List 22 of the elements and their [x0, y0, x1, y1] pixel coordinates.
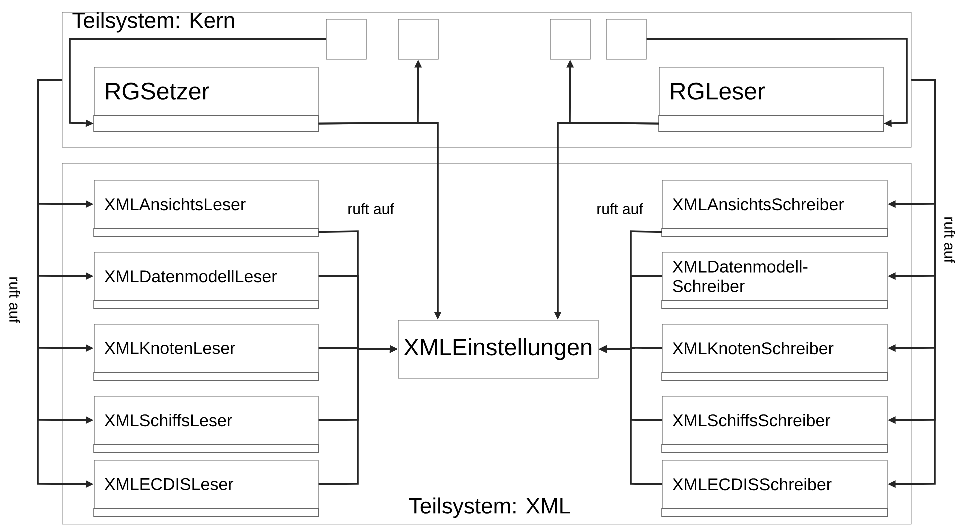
call-label: ruft auf: [348, 204, 394, 214]
call-label: ruft auf: [10, 278, 20, 324]
class-box: XMLECDISSchreiber: [662, 460, 888, 518]
class-box: XMLAnsichtsLeser: [94, 180, 320, 238]
class-box: XMLKnotenLeser: [94, 324, 320, 382]
class-box: XMLSchiffsSchreiber: [662, 396, 888, 454]
arrow: [646, 38, 908, 128]
port-box: [398, 19, 439, 60]
class-box: XMLKnotenSchreiber: [662, 324, 888, 382]
class-box: RGSetzer: [94, 67, 320, 132]
class-box: XMLECDISLeser: [94, 460, 320, 518]
class-box: XMLSchiffsLeser: [94, 396, 320, 454]
class-box: XMLEinstellungen: [398, 320, 599, 379]
port-box: [326, 19, 367, 60]
call-label: ruft auf: [944, 218, 956, 264]
class-box: XMLDatenmodell- Schreiber: [662, 252, 888, 310]
class-box: RGLeser: [658, 67, 884, 132]
call-label: ruft auf: [598, 204, 644, 214]
port-box: [606, 19, 647, 60]
port-box: [550, 19, 591, 60]
class-box: XMLAnsichtsSchreiber: [662, 180, 888, 238]
class-box: XMLDatenmodellLeser: [94, 252, 320, 310]
